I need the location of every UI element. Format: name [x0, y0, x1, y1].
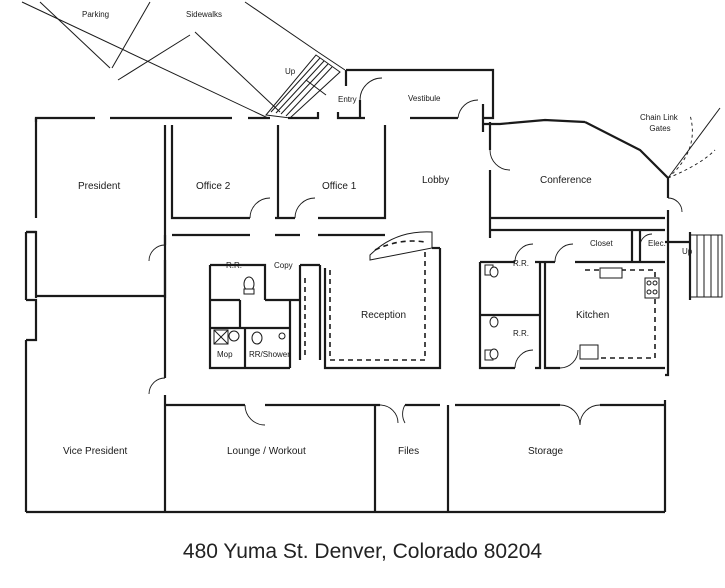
address-caption: 480 Yuma St. Denver, Colorado 80204	[182, 540, 543, 563]
label-rr-right-bottom: R.R.	[513, 329, 529, 338]
label-gates: Gates	[649, 124, 670, 133]
label-copy: Copy	[274, 261, 293, 270]
restroom-block-right	[478, 260, 555, 370]
label-mop: Mop	[217, 350, 233, 359]
label-rr-left: R.R.	[226, 261, 242, 270]
interior-walls	[36, 122, 665, 512]
label-office-2: Office 2	[196, 181, 231, 192]
reception-desk	[304, 231, 442, 370]
room-labels: Parking Sidewalks Up Entry Vestibule Cha…	[63, 10, 693, 457]
label-files: Files	[398, 446, 419, 457]
chain-link-gates[interactable]	[667, 107, 721, 179]
label-vice-president: Vice President	[63, 446, 128, 457]
label-conference: Conference	[540, 175, 592, 186]
label-up-right: Up	[682, 247, 693, 256]
outer-walls	[24, 68, 692, 514]
entry-stairs[interactable]	[265, 54, 341, 119]
label-chain-link: Chain Link	[640, 113, 679, 122]
right-stairs[interactable]	[689, 234, 723, 298]
label-lounge-workout: Lounge / Workout	[227, 446, 306, 457]
label-entry: Entry	[338, 95, 357, 104]
label-kitchen: Kitchen	[576, 310, 609, 321]
label-chain-link-gates: Chain Link Gates	[640, 113, 680, 133]
label-up-top: Up	[285, 67, 296, 76]
label-closet: Closet	[590, 239, 613, 248]
label-office-1: Office 1	[322, 181, 357, 192]
exterior-site	[21, 1, 346, 119]
label-president: President	[78, 181, 120, 192]
label-reception: Reception	[361, 310, 406, 321]
restroom-block-left	[208, 263, 322, 370]
label-rr-shower: RR/Shower	[249, 350, 290, 359]
label-parking: Parking	[82, 10, 109, 19]
label-rr-right-top: R.R.	[513, 259, 529, 268]
kitchen-block	[543, 260, 665, 370]
label-lobby: Lobby	[422, 175, 449, 186]
label-elec: Elec.	[648, 239, 666, 248]
label-sidewalks: Sidewalks	[186, 10, 222, 19]
label-vestibule: Vestibule	[408, 94, 441, 103]
doors[interactable]	[148, 77, 683, 426]
label-storage: Storage	[528, 446, 563, 457]
